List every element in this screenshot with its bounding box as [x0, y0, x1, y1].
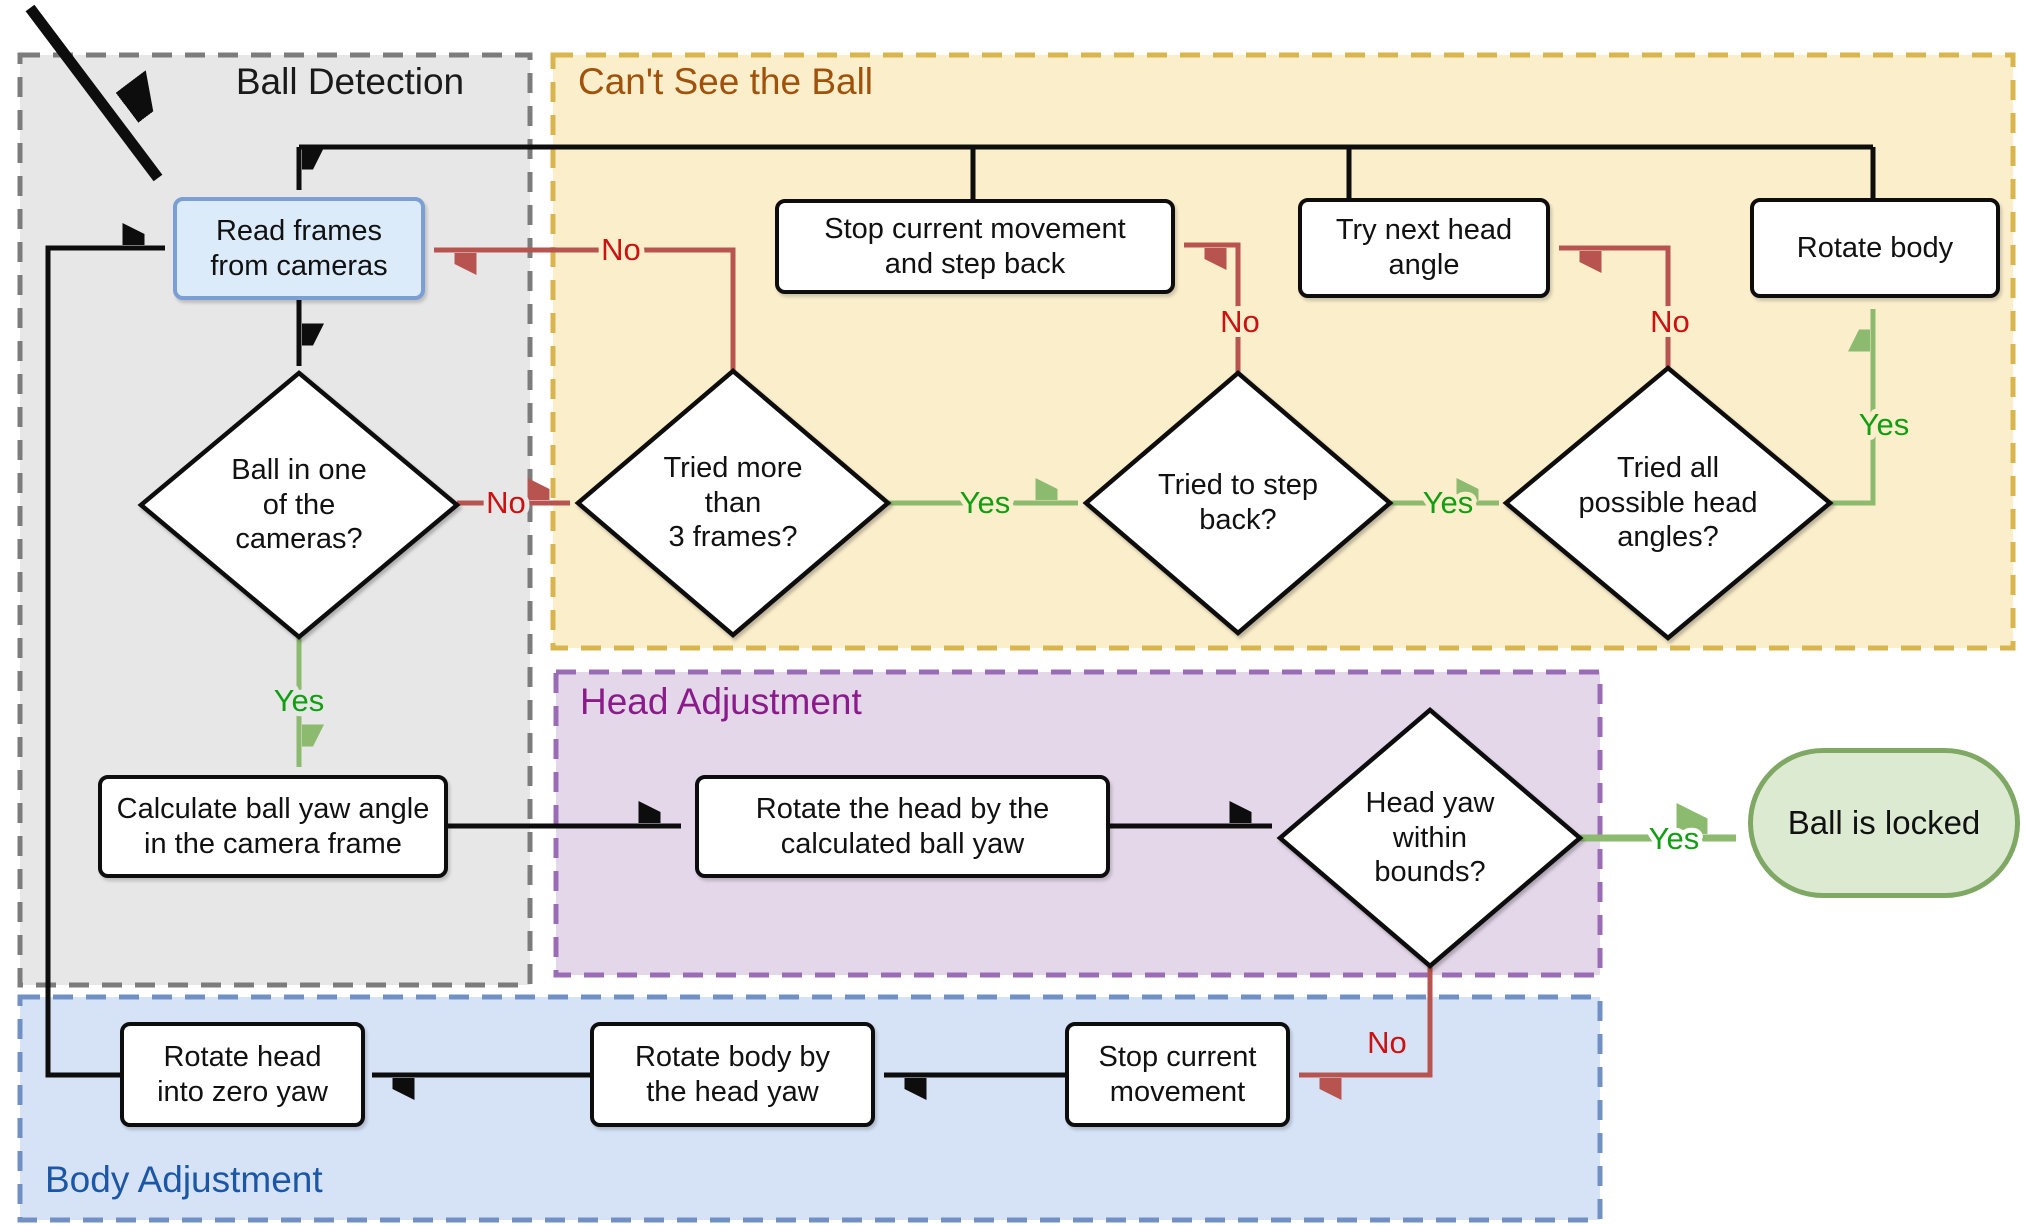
region-title-head-adjustment: Head Adjustment [580, 681, 862, 722]
edge-tried-all-angles-no [1559, 245, 1671, 371]
node-calculate-ball-yaw: Calculate ball yaw angle in the camera f… [98, 775, 448, 878]
node-stop-current-movement: Stop current movement [1065, 1022, 1290, 1127]
edge-label-yes: Yes [274, 683, 325, 718]
region-title-ball-detection: Ball Detection [235, 61, 465, 102]
edge-label-no: No [486, 485, 526, 520]
node-read-frames-from-cameras: Read frames from cameras [173, 197, 425, 300]
edge-label-yes: Yes [1859, 407, 1910, 442]
edge-label-no: No [601, 232, 641, 267]
node-stop-movement-step-back: Stop current movement and step back [775, 199, 1175, 294]
node-try-next-head-angle: Try next head angle [1298, 198, 1550, 298]
edge-top-return-line [299, 144, 1876, 199]
edge-head-yaw-no [1299, 966, 1433, 1075]
edge-label-no: No [1650, 304, 1690, 339]
edge-tried-all-angles-yes [1830, 309, 1876, 506]
edge-body-loop-to-read-frames [45, 248, 165, 1078]
node-ball-is-locked: Ball is locked [1748, 748, 2020, 898]
node-rotate-body-by-head-yaw: Rotate body by the head yaw [590, 1022, 875, 1127]
edge-entry-start [25, 4, 158, 182]
decision-tried-all-angles-shape [1502, 365, 1834, 641]
node-rotate-head-zero-yaw: Rotate head into zero yaw [120, 1022, 365, 1127]
region-title-body-adjustment: Body Adjustment [45, 1159, 323, 1200]
node-rotate-body: Rotate body [1750, 198, 2000, 298]
edge-label-no: No [1220, 304, 1260, 339]
decision-ball-in-cameras-shape [137, 370, 461, 640]
edge-label-no: No [1367, 1025, 1407, 1060]
decision-tried-step-back-shape [1082, 370, 1394, 636]
edge-label-yes: Yes [960, 485, 1011, 520]
decision-head-yaw-shape [1276, 707, 1584, 969]
edge-tried-3frames-no [434, 247, 736, 371]
edge-tried-step-back-no [1184, 242, 1241, 373]
edge-label-yes: Yes [1649, 821, 1700, 856]
decision-tried-3frames-shape [574, 368, 892, 638]
region-title-cant-see-the-ball: Can't See the Ball [578, 61, 874, 102]
edge-label-yes: Yes [1423, 485, 1474, 520]
node-rotate-head-by-ball-yaw: Rotate the head by the calculated ball y… [695, 775, 1110, 878]
